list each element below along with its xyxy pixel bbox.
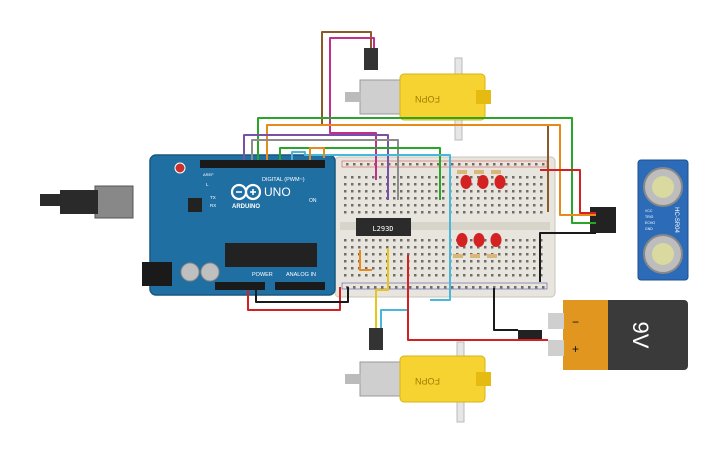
rx-label: RX [210, 203, 216, 208]
digital-label: DIGITAL (PWM~) [262, 177, 305, 183]
wire-yellow-motor2 [375, 248, 389, 328]
board-model: UNO [264, 185, 291, 199]
l-label: L [206, 182, 209, 187]
battery-plus: + [572, 342, 579, 356]
wire-red-vcc [540, 169, 596, 214]
led-red [460, 175, 472, 189]
driver-ic-label: L293D [372, 225, 393, 233]
wire-orange-echo [266, 124, 596, 216]
resistor [470, 254, 480, 258]
dc-motor-bottom: FOPN [345, 328, 491, 423]
resistor [474, 170, 484, 174]
led-red [494, 175, 506, 189]
wire-red-5v [247, 287, 341, 311]
wire-orange-3 [359, 250, 372, 271]
reset-button-icon [174, 162, 186, 174]
power-jack-icon [142, 262, 172, 286]
wire-black-gnd [539, 232, 596, 282]
analog-label: ANALOG IN [286, 272, 316, 278]
atmega-chip [225, 243, 317, 267]
led-red [490, 233, 502, 247]
breadboard [334, 156, 556, 298]
wire-red-battery [407, 255, 548, 341]
wire-green-trig [257, 117, 596, 224]
sensor-pin-gnd: GND [645, 227, 653, 231]
sensor-label: HC-SR04 [673, 207, 679, 233]
arduino-logo-icon [230, 183, 262, 201]
resistor [491, 170, 501, 174]
sensor-pin-trig: TRIG [645, 215, 654, 219]
battery-minus: − [572, 315, 579, 329]
wires [243, 31, 596, 341]
tx-label: TX [210, 195, 216, 200]
sensor-pin-echo: ECHO [645, 221, 655, 225]
sensor-pin-vcc: VCC [645, 209, 653, 213]
power-header [215, 282, 265, 290]
led-red [456, 233, 468, 247]
wire-brown-motor1 [321, 31, 549, 212]
wire-black-arduino-gnd [255, 287, 349, 303]
usb-connector-icon [40, 185, 134, 219]
wire-green-2 [279, 147, 441, 200]
on-label: ON [309, 198, 317, 204]
power-label: POWER [252, 272, 273, 278]
analog-header [275, 282, 325, 290]
aref-label: AREF [203, 172, 214, 177]
motor-bottom-label: FOPN [415, 376, 440, 386]
resistor [457, 170, 467, 174]
arduino-uno: UNO ARDUINO DIGITAL (PWM~) POWER ANALOG … [40, 154, 336, 296]
wire-black-battery [493, 288, 518, 331]
l293d-chip: L293D [356, 218, 411, 236]
led-group [453, 170, 506, 258]
motor-top-label: FOPN [415, 94, 440, 104]
wire-purple [243, 134, 389, 200]
resistor [453, 254, 463, 258]
board-brand: ARDUINO [232, 204, 260, 210]
led-red [473, 233, 485, 247]
led-red [477, 175, 489, 189]
digital-header [200, 160, 325, 168]
ultrasonic-sensor: HC-SR04 VCC TRIG ECHO GND [590, 159, 689, 281]
wire-cyan-1 [291, 151, 451, 301]
battery-9v: − + 9V [518, 300, 688, 370]
wire-orange-2 [309, 147, 325, 160]
dc-motor-top: FOPN [345, 48, 491, 141]
resistor [487, 254, 497, 258]
battery-label: 9V [628, 322, 653, 349]
wire-grey [251, 139, 399, 200]
